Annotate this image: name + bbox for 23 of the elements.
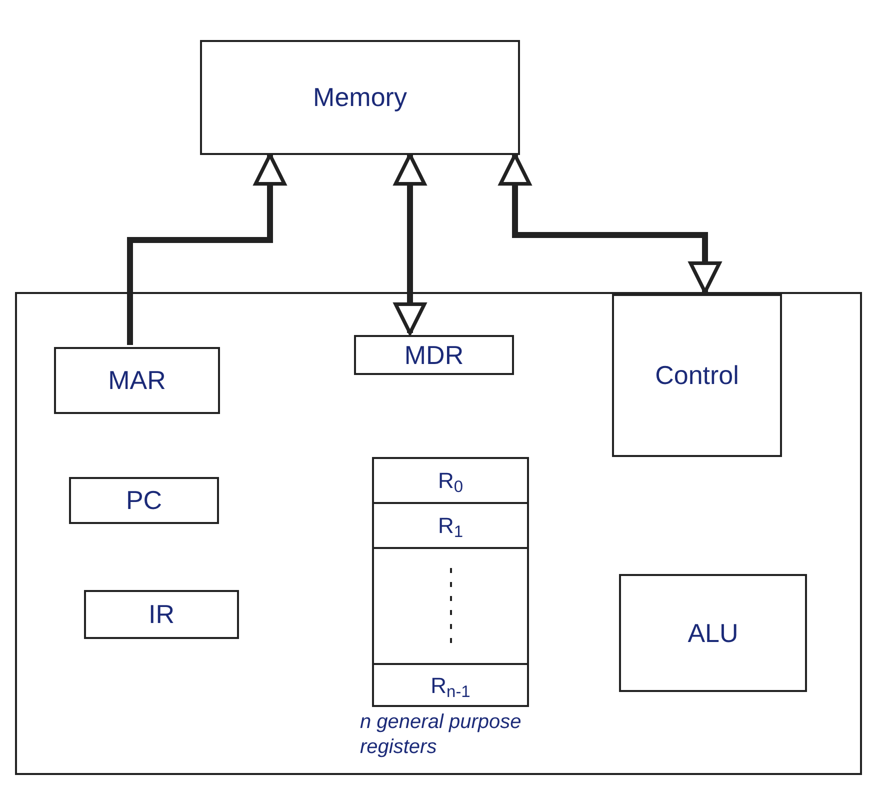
unit-box	[354, 335, 514, 375]
arrow	[127, 153, 286, 345]
unit-label: Control	[655, 359, 739, 392]
unit-box	[200, 40, 520, 155]
processor-box	[15, 292, 862, 775]
unit-box	[69, 477, 219, 524]
arrow	[498, 153, 722, 294]
unit-label: MDR	[404, 338, 464, 372]
unit-label: MAR	[108, 364, 166, 397]
register-label: R$_{n-1}$	[430, 672, 470, 702]
caption: n general purpose registers	[360, 710, 522, 760]
unit-label: Memory	[313, 81, 407, 114]
unit-box	[54, 347, 220, 414]
unit-label: IR	[148, 598, 174, 631]
unit-label: ALU	[688, 616, 738, 650]
register-label: R$_{1}$	[438, 512, 464, 542]
arrow	[394, 153, 426, 335]
register-label: R$_{0}$	[438, 467, 464, 497]
unit-label: PC	[126, 484, 162, 517]
unit-box	[619, 574, 807, 692]
unit-box	[84, 590, 239, 639]
register-stack	[372, 457, 529, 707]
unit-box	[612, 294, 782, 457]
